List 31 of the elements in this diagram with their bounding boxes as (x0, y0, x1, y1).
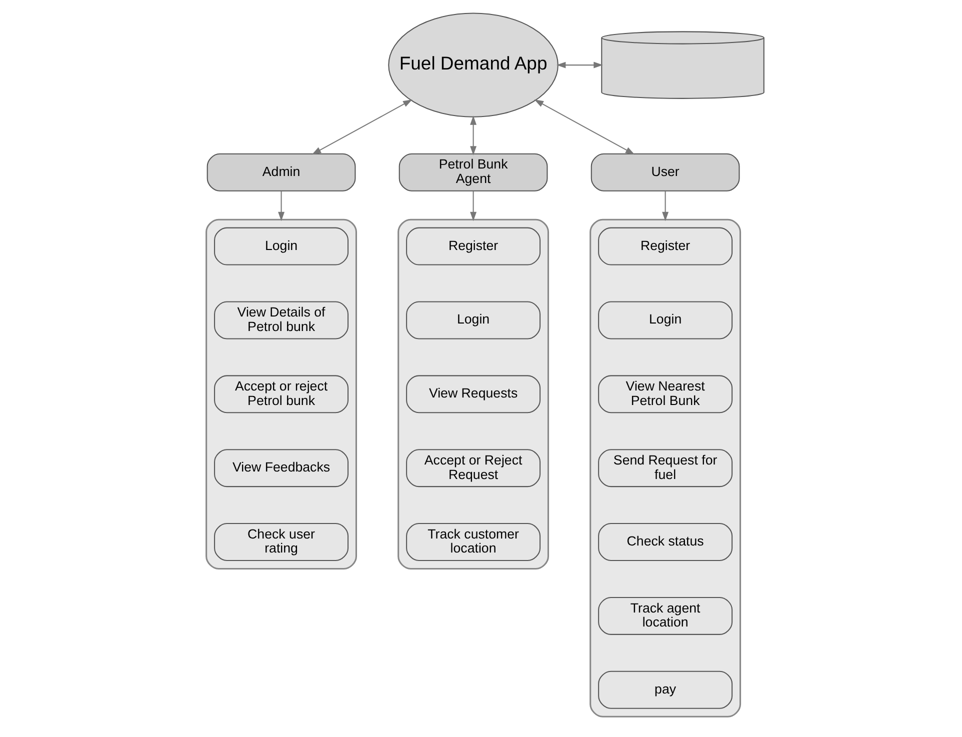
node-box: Track agent location (598, 596, 733, 634)
arrow (278, 190, 285, 221)
arrow (662, 190, 669, 221)
node-ellipse: Fuel Demand App (388, 12, 558, 117)
arrow (470, 190, 477, 221)
node-box: Admin (206, 152, 356, 191)
node-box: Login (406, 300, 541, 339)
cluster (398, 218, 550, 569)
node-box: Login (214, 226, 349, 265)
arrow (556, 61, 603, 68)
node-box: View Requests (406, 374, 541, 413)
node-box: Register (406, 226, 541, 265)
cluster (206, 218, 357, 569)
node-box: Register (598, 226, 733, 265)
node-box: Accept or Reject Request (406, 448, 541, 487)
node-box: pay (598, 670, 733, 708)
node-box: User (590, 152, 740, 191)
arrow (470, 115, 477, 155)
node-box: Check status (598, 522, 733, 561)
node-box: Login (598, 300, 733, 339)
cluster (590, 218, 742, 717)
node-box: Accept or reject Petrol bunk (214, 374, 349, 413)
node-box: Send Request for fuel (598, 448, 733, 487)
node-box: Track customer location (406, 522, 541, 561)
node-box: View Feedbacks (214, 448, 349, 487)
node-box: View Details of Petrol bunk (214, 300, 349, 339)
node-box: View Nearest Petrol Bunk (598, 374, 733, 413)
node-box: Check user rating (214, 522, 349, 561)
node-box: Petrol Bunk Agent (398, 152, 548, 191)
arrow (534, 99, 635, 154)
arrow (312, 99, 412, 154)
